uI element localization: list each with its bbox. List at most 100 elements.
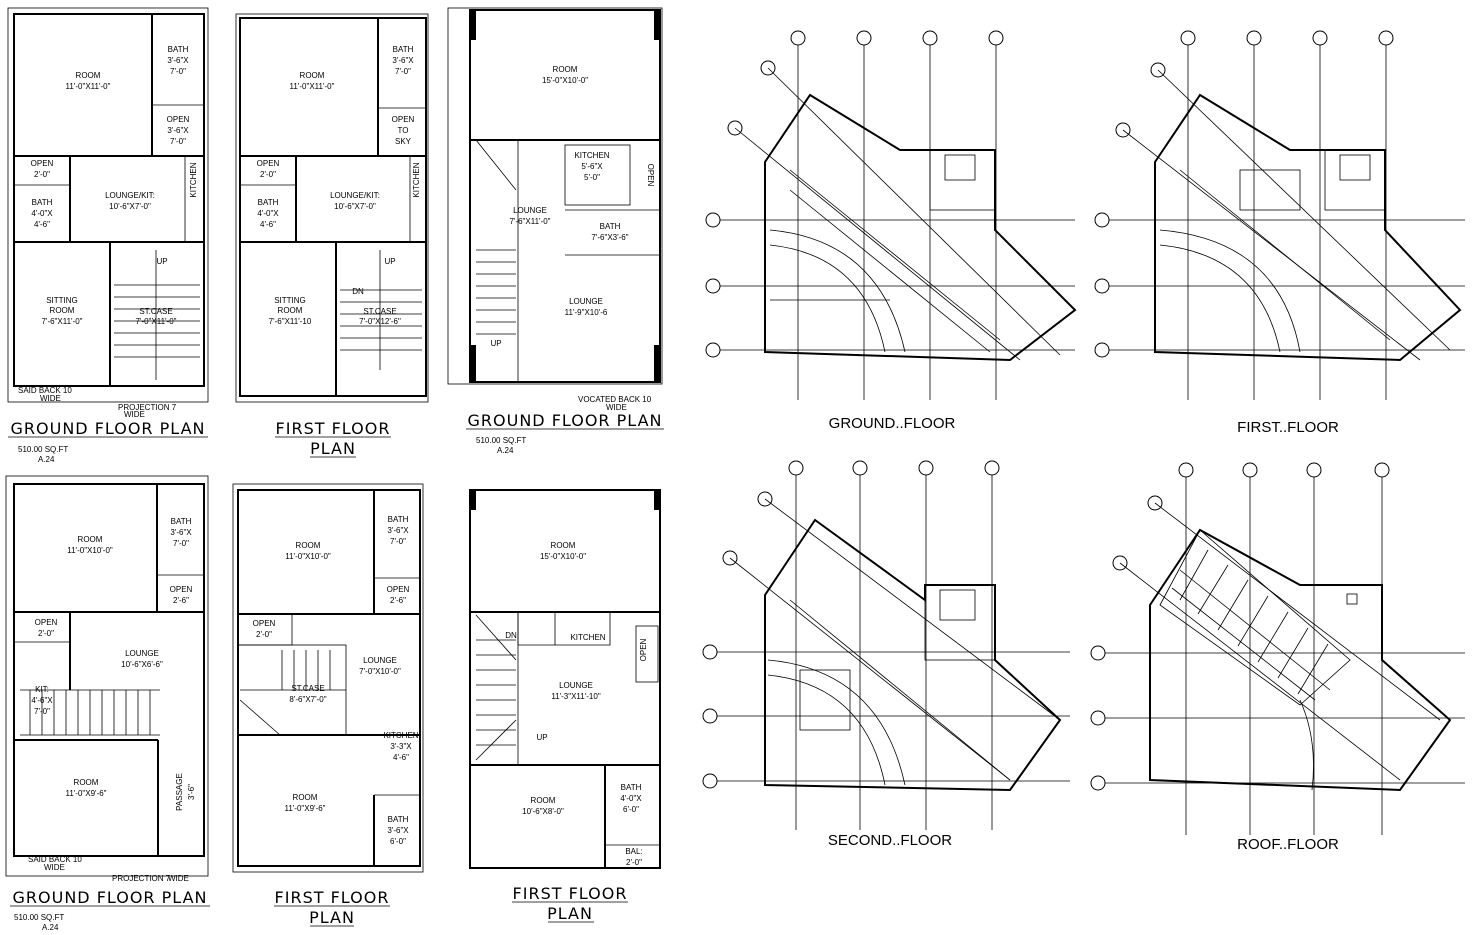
bath-size: 3'-6"X	[170, 528, 192, 537]
kitchen-label: KITCHEN	[574, 151, 609, 160]
bath2-label: BATH	[32, 198, 53, 207]
room2-label: ROOM	[531, 796, 556, 805]
plan-first-floor-1: ROOM 11'-0"X11'-0" BATH 3'-6"X 7'-0" OPE…	[235, 13, 429, 458]
bath-label: BATH	[600, 222, 621, 231]
plan-title: GROUND FLOOR PLAN	[13, 888, 208, 907]
open-size: 2'-6"	[390, 596, 406, 605]
bath2-size-2: 4'-6"	[260, 220, 276, 229]
open-sky: SKY	[395, 137, 412, 146]
bath-size: 3'-6"X	[387, 526, 409, 535]
lounge-left-size: 7'-6"X11'-0"	[509, 217, 550, 226]
kitchen-label: KITCHEN	[189, 162, 198, 197]
setback-label: SAID BACK 10	[18, 386, 72, 395]
setback-wide: WIDE	[40, 394, 61, 403]
bath-label: BATH	[388, 515, 409, 524]
plan-ground-floor-1: ROOM 11'-0"X11'-0" BATH 3'-6"X 7'-0" OPE…	[7, 7, 209, 464]
bath-label: BATH	[171, 517, 192, 526]
room2-size: 10'-6"X8'-0"	[522, 807, 564, 816]
open-left-size: 2'-0"	[34, 170, 50, 179]
sitting-size: 7'-6"X11'-0"	[41, 317, 82, 326]
room-label: ROOM	[296, 541, 321, 550]
setback-wide: WIDE	[606, 403, 627, 412]
passage-label: PASSAGE	[175, 773, 184, 811]
bath2-label: BATH	[258, 198, 279, 207]
up-label: UP	[490, 339, 501, 348]
plan-title: GROUND FLOOR PLAN	[11, 419, 206, 438]
dn-label: DN	[352, 287, 364, 296]
room-label: ROOM	[300, 71, 325, 80]
room-size: 11'-0"X11'-0"	[290, 82, 335, 91]
room-size: 15'-0"X10'-0"	[542, 76, 588, 85]
sitting-size: 7'-6"X11'-10	[269, 317, 312, 326]
bath-size: 3'-6"X	[392, 56, 414, 65]
plan-title: FIRST FLOOR	[276, 419, 391, 438]
kitchen-size-2: 5'-0"	[584, 173, 600, 182]
setback-label: SAID BACK 10	[28, 855, 82, 864]
bath2-size: 3'-6"X	[387, 826, 409, 835]
stcase-label: ST.CASE	[363, 307, 396, 316]
stcase-label: ST.CASE	[139, 307, 172, 316]
open-left-size: 2'-0"	[38, 629, 54, 638]
room-size: 11'-0"X10'-0"	[67, 546, 113, 555]
ref-label: A.24	[497, 446, 514, 455]
floor-title-second: SECOND..FLOOR	[828, 832, 952, 849]
sitting-label-2: ROOM	[50, 306, 75, 315]
open-left-label: OPEN	[257, 159, 280, 168]
open-left-label: OPEN	[35, 618, 58, 627]
open-left-size: 2'-0"	[256, 630, 272, 639]
sitting-label: SITTING	[46, 296, 78, 305]
floor-title-roof: ROOF..FLOOR	[1237, 836, 1339, 853]
room-label: ROOM	[78, 535, 103, 544]
lounge-size: 11'-9"X10'-6	[565, 308, 608, 317]
kitchen-size: 3'-3"X	[390, 742, 412, 751]
bath-size: 7'-6"X3'-6"	[591, 233, 628, 242]
room-label: ROOM	[553, 65, 578, 74]
open-size: 3'-6"X	[167, 126, 189, 135]
lounge-size: 7'-0"X10'-0"	[359, 667, 401, 676]
bal-size: 2'-0"	[626, 858, 642, 867]
setback-wide: WIDE	[44, 863, 65, 872]
kitchen-label: KITCHEN	[383, 731, 418, 740]
room2-label: ROOM	[74, 778, 99, 787]
open-label: OPEN	[170, 585, 193, 594]
stcase-label: ST.CASE	[291, 684, 324, 693]
dn-label: DN	[505, 631, 517, 640]
projection-wide: WIDE	[124, 410, 145, 419]
bath-size-2: 7'-0"	[395, 67, 411, 76]
room2-size: 11'-0"X9'-6"	[65, 789, 106, 798]
passage-size: 3'-6"	[187, 784, 196, 800]
floor-title-ground: GROUND..FLOOR	[829, 415, 956, 432]
bath-label: BATH	[168, 45, 189, 54]
up-label: UP	[384, 257, 395, 266]
ground-floor-drawing	[705, 30, 1077, 400]
room2-size: 11'-0"X9'-6"	[284, 804, 325, 813]
kitchen-size-2: 4'-6"	[393, 753, 409, 762]
open-left-size: 2'-0"	[260, 170, 276, 179]
lounge-label: LOUNGE	[569, 297, 603, 306]
open-left-label: OPEN	[253, 619, 276, 628]
lounge-size: 10'-6"X7'-0"	[334, 202, 376, 211]
stcase-size: 7'-0"X12'-6"	[359, 317, 401, 326]
bath-size: 3'-6"X	[167, 56, 189, 65]
open-to: TO	[398, 126, 409, 135]
area-label: 510.00 SQ.FT	[476, 436, 526, 445]
bal-label: BAL:	[625, 847, 642, 856]
lounge-size: 11'-3"X11'-10"	[551, 692, 601, 701]
kit-size: 4'-6"X	[31, 696, 53, 705]
second-floor-drawing	[702, 460, 1070, 830]
plan-title-2: PLAN	[309, 908, 355, 927]
area-label: 510.00 SQ.FT	[14, 913, 64, 922]
bath2-label: BATH	[388, 815, 409, 824]
kitchen-size: 5'-6"X	[581, 162, 603, 171]
lounge-label: LOUNGE	[125, 649, 159, 658]
lounge-left-label: LOUNGE	[513, 206, 547, 215]
plan-first-floor-2: ROOM 11'-0"X10'-0" BATH 3'-6"X 7'-0" OPE…	[232, 483, 424, 927]
lounge-label: LOUNGE	[363, 656, 397, 665]
room-size: 15'-0"X10'-0"	[540, 552, 586, 561]
plan-ground-floor-3: ROOM 11'-0"X10'-0" BATH 3'-6"X 7'-0" OPE…	[5, 475, 210, 932]
bath2-size-2: 6'-0"	[390, 837, 406, 846]
stcase-size: 7'-0"X11'-0"	[135, 317, 176, 326]
area-label: 510.00 SQ.FT	[18, 445, 68, 454]
sitting-label: SITTING	[274, 296, 306, 305]
